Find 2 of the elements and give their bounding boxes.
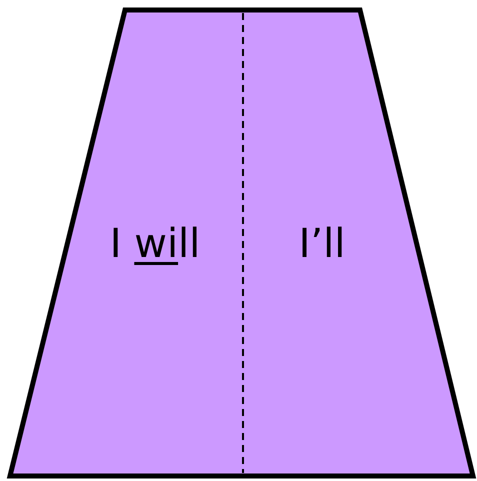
shape-label: I will xyxy=(110,220,200,268)
shape-label: I’ll xyxy=(298,220,346,268)
